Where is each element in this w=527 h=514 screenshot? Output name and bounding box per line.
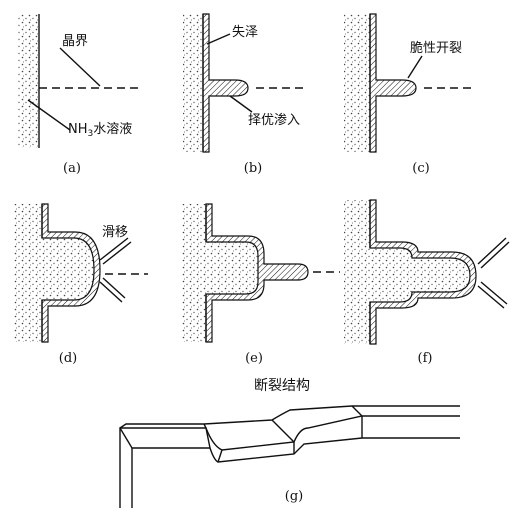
slip-line-lower-1 [477,285,505,309]
slip-line-lower-1 [99,281,123,303]
solution-label-prefix: NH [68,122,88,137]
panel-e: (e) [182,203,340,366]
slip-line-upper-1 [477,237,507,265]
solution-region [18,14,39,148]
panel-b: 失泽 择优渗入 (b) [183,13,308,176]
solution-region [344,200,370,344]
fracture-back-edge [119,405,460,429]
panel-d: 滑移 (d) [14,203,148,366]
slip-line-upper-2 [102,241,132,265]
crack-solution [42,238,94,300]
film-loss-label: 失泽 [232,25,258,40]
brittle-cracking-leader [407,55,423,79]
solution-label-suffix: 水溶液 [93,122,132,137]
tarnish-film [369,199,477,345]
solution-label-subscript: 3 [88,129,94,139]
panel-a: 晶界 NH3水溶液 (a) [18,14,143,176]
slip-line-lower-2 [480,281,508,305]
caption-b: (b) [244,161,262,176]
caption-a: (a) [63,161,81,176]
fracture-step-line [271,419,295,443]
caption-e: (e) [245,351,263,366]
tarnish-film [369,13,417,153]
fracture-step-line [205,427,211,449]
film-loss-leader [206,33,231,45]
panel-c: 脆性开裂 (c) [344,13,474,176]
fracture-front-edge-lower [131,437,460,508]
fracture-step-line [203,423,207,429]
tarnish-film [202,13,249,153]
brittle-cracking-label: 脆性开裂 [410,40,462,56]
selective-penetration-leader [229,95,253,113]
fracture-structure: 断裂结构 (g) [119,378,460,508]
grain-boundary-label: 晶界 [62,34,88,49]
fracture-front-edge [119,415,460,508]
slip-line-upper-1 [99,237,129,261]
solution-region [182,204,206,342]
slip-line-lower-2 [102,277,126,299]
caption-d: (d) [59,351,77,366]
slip-label: 滑移 [102,225,128,240]
solution-region [14,204,42,342]
panel-f: (f) [344,199,510,366]
fracture-depth-line [119,427,133,449]
slip-line-upper-2 [480,241,510,269]
caption-g: (g) [285,489,303,504]
grain-boundary-leader [59,47,101,87]
selective-penetration-label: 择优渗入 [248,113,300,128]
tarnish-film [205,203,309,343]
solution-label: NH3水溶液 [68,122,132,139]
solution-leader [27,99,71,131]
crack-solution [206,242,258,294]
solution-region [183,14,203,152]
fracture-step-line [217,449,223,463]
solution-region [344,14,370,152]
tarnish-film [41,203,101,343]
caption-f: (f) [418,351,433,366]
crack-solution [370,248,470,302]
caption-c: (c) [412,161,429,176]
fracture-step-line [351,405,363,417]
fracture-title: 断裂结构 [254,378,310,394]
